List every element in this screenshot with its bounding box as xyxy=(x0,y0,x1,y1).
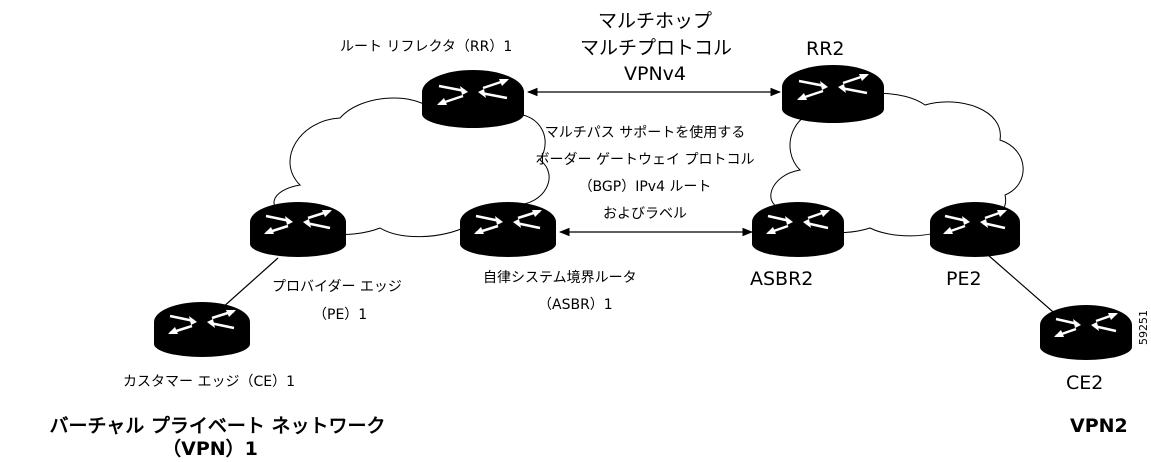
vpn2-label: VPN2 xyxy=(1070,415,1128,437)
figure-id-label: 59251 xyxy=(1137,310,1150,345)
pe2-label: PE2 xyxy=(946,268,982,290)
multihop-label-line1: マルチホップ xyxy=(597,10,712,32)
ce1-label: カスタマー エッジ（CE）1 xyxy=(123,374,295,390)
vpn1-label-line2: （VPN）1 xyxy=(162,438,258,460)
vpn1-label-line1: バーチャル プライベート ネットワーク xyxy=(49,415,386,437)
link-pe2-ce2 xyxy=(987,254,1061,319)
router-icon xyxy=(752,202,844,257)
ce2-label: CE2 xyxy=(1066,372,1104,394)
router-icon xyxy=(154,302,250,357)
bgp-label-line4: およびラベル xyxy=(603,206,687,222)
bgp-label-line3: （BGP）IPv4 ルート xyxy=(578,179,712,195)
asbr1-label-line2: （ASBR）1 xyxy=(538,297,613,313)
rr1-label: ルート リフレクタ（RR）1 xyxy=(340,39,513,55)
bgp-label-line1: マルチパス サポートを使用する xyxy=(544,125,746,141)
router-icon xyxy=(250,202,346,257)
asbr1-label-line1: 自律システム境界ルータ xyxy=(483,270,637,286)
rr2-label: RR2 xyxy=(806,38,845,60)
pe1-label-line1: プロバイダー エッジ xyxy=(272,279,402,295)
pe1-label-line2: （PE）1 xyxy=(313,307,368,323)
router-icon xyxy=(930,202,1020,257)
router-icon xyxy=(1040,305,1132,360)
multihop-label-line3: VPNv4 xyxy=(623,63,686,85)
asbr2-label: ASBR2 xyxy=(750,268,814,290)
router-icon xyxy=(782,65,884,123)
multihop-label-line2: マルチプロトコル xyxy=(580,37,733,59)
router-icon xyxy=(460,202,556,257)
bgp-label-line2: ボーダー ゲートウェイ プロトコル xyxy=(535,152,755,168)
router-icon xyxy=(422,70,524,128)
